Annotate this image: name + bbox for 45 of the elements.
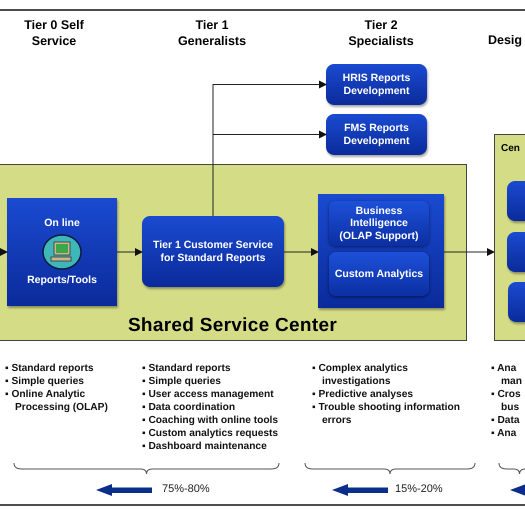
bullet-item: ▪ Simple queries	[5, 375, 85, 388]
box-label: Business Intelligence (OLAP Support)	[338, 204, 420, 242]
bullet-item: ▪ Ana	[491, 427, 518, 440]
bullet-item: ▪ Simple queries	[142, 375, 222, 388]
arrow	[444, 248, 495, 256]
box-label: FMS Reports Development	[342, 122, 410, 148]
process-box	[142, 216, 284, 287]
group-panel	[0, 164, 467, 341]
bullet-item: ▪ Ana man	[491, 362, 523, 388]
group-panel	[494, 134, 525, 341]
percentage-label: 15%-20%	[395, 483, 443, 495]
bullet-item: ▪ Online Analytic Processing (OLAP)	[5, 388, 109, 414]
tier-heading: Tier 2 Specialists	[347, 17, 415, 50]
bullet-item: ▪ Predictive analyses	[312, 388, 414, 401]
box-label: On line	[43, 217, 81, 230]
bullet-item: ▪ Trouble shooting information errors	[312, 401, 461, 427]
panel-title: Cen	[501, 143, 520, 155]
arrow	[0, 248, 8, 256]
process-box	[7, 198, 117, 306]
service-box	[329, 252, 429, 296]
bullet-item: ▪ Complex analytics investigations	[312, 362, 409, 388]
bullet-item: ▪ Data	[491, 414, 521, 427]
bullet-item: ▪ Data coordination	[142, 401, 236, 414]
box-label: HRIS Reports Development	[342, 72, 412, 98]
process-box	[326, 64, 427, 105]
service-box	[329, 201, 429, 246]
tier-heading: Tier 1 Generalists	[176, 17, 248, 50]
tier-heading: Tier 0 Self Service	[23, 17, 85, 50]
bullet-item: ▪ Dashboard maintenance	[142, 440, 268, 453]
bullet-item: ▪ Standard reports	[5, 362, 95, 375]
box-label: Reports/Tools	[26, 274, 98, 287]
bullet-item: ▪ Coaching with online tools	[142, 414, 280, 427]
process-box	[326, 114, 427, 155]
box-label: Tier 1 Customer Service for Standard Reports	[152, 238, 274, 264]
bullet-item: ▪ Standard reports	[142, 362, 232, 375]
panel-title: Shared Service Center	[128, 315, 338, 338]
bullet-item: ▪ Custom analytics requests	[142, 427, 280, 440]
bullet-item: ▪ User access management	[142, 388, 275, 401]
process-box	[318, 194, 444, 308]
box-label: Custom Analytics	[334, 268, 424, 280]
percentage-label: 75%-80%	[162, 483, 210, 495]
bullet-item: ▪ Cros bus	[491, 388, 522, 414]
arrow	[116, 248, 143, 256]
arrow	[284, 248, 319, 256]
tier-heading: Desig	[488, 33, 522, 47]
